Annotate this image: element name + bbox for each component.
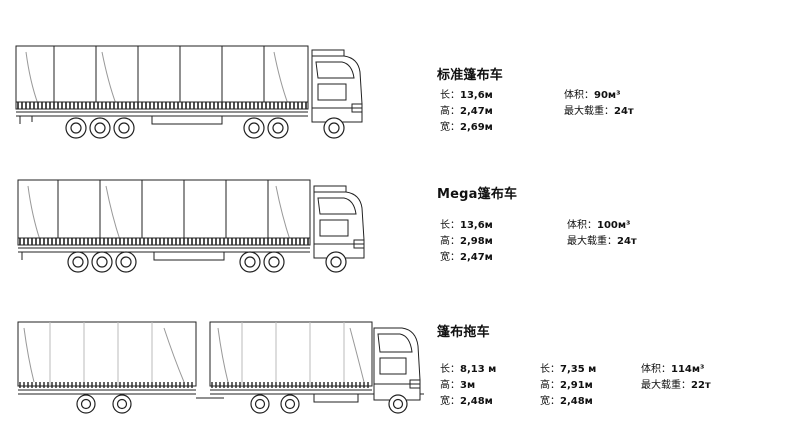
spec-volume: 体积：100м³ — [567, 218, 637, 234]
spec-value: 13,6м — [460, 90, 493, 101]
spec-value: 2,47м — [460, 252, 493, 263]
vehicle-2-title: Mega篷布车 — [437, 187, 518, 202]
vehicle-2-spec-col-1: 长：13,6м 高：2,98м 宽：2,47м — [440, 218, 493, 266]
spec-height: 高：2,98м — [440, 234, 493, 250]
spec-label: 宽： — [440, 396, 460, 407]
spec-value: 24т — [617, 236, 637, 247]
vehicle-1-spec-col-2: 体积：90м³ 最大载重：24т — [564, 88, 634, 120]
spec-height: 高：2,47м — [440, 104, 493, 120]
spec-value: 22т — [691, 380, 711, 391]
spec-length: 长：13,6м — [440, 88, 493, 104]
spec-max-load: 最大载重：24т — [567, 234, 637, 250]
vehicle-3-spec-col-3: 体积：114м³ 最大载重：22т — [641, 362, 711, 394]
spec-value: 2,47м — [460, 106, 493, 117]
spec-label: 最大载重： — [641, 380, 691, 391]
spec-label: 最大载重： — [567, 236, 617, 247]
spec-value: 3м — [460, 380, 476, 391]
spec-length: 长：8,13 м — [440, 362, 496, 378]
vehicle-3-spec-col-2: 长：7,35 м 高：2,91м 宽：2,48м — [540, 362, 596, 410]
spec-volume: 体积：114м³ — [641, 362, 711, 378]
spec-max-load: 最大载重：24т — [564, 104, 634, 120]
spec-label: 长： — [440, 90, 460, 101]
curtain-trailer-combo-image — [14, 318, 434, 418]
spec-volume: 体积：90м³ — [564, 88, 634, 104]
spec-value: 90м³ — [594, 90, 621, 101]
spec-value: 2,48м — [460, 396, 493, 407]
spec-label: 宽： — [440, 252, 460, 263]
spec-value: 2,69м — [460, 122, 493, 133]
spec-label: 高： — [440, 236, 460, 247]
spec-label: 体积： — [567, 220, 597, 231]
mega-curtain-truck-image — [14, 176, 374, 276]
spec-label: 最大载重： — [564, 106, 614, 117]
spec-value: 2,48м — [560, 396, 593, 407]
spec-width: 宽：2,48м — [440, 394, 496, 410]
spec-value: 8,13 м — [460, 364, 497, 375]
vehicle-3-title: 篷布拖车 — [437, 325, 490, 340]
vehicle-2-spec-col-2: 体积：100м³ 最大载重：24т — [567, 218, 637, 250]
spec-width: 宽：2,69м — [440, 120, 493, 136]
spec-value: 24т — [614, 106, 634, 117]
vehicle-1-title: 标准篷布车 — [437, 68, 504, 83]
spec-label: 宽： — [440, 122, 460, 133]
spec-label: 长： — [540, 364, 560, 375]
spec-label: 长： — [440, 220, 460, 231]
spec-value: 13,6м — [460, 220, 493, 231]
spec-label: 长： — [440, 364, 460, 375]
spec-length: 长：7,35 м — [540, 362, 596, 378]
vehicle-3-spec-col-1: 长：8,13 м 高：3м 宽：2,48м — [440, 362, 496, 410]
spec-length: 长：13,6м — [440, 218, 493, 234]
spec-width: 宽：2,47м — [440, 250, 493, 266]
spec-value: 114м³ — [671, 364, 705, 375]
spec-label: 高： — [540, 380, 560, 391]
spec-height: 高：3м — [440, 378, 496, 394]
spec-label: 宽： — [540, 396, 560, 407]
spec-value: 2,98м — [460, 236, 493, 247]
spec-label: 高： — [440, 106, 460, 117]
spec-height: 高：2,91м — [540, 378, 596, 394]
spec-value: 100м³ — [597, 220, 631, 231]
spec-value: 7,35 м — [560, 364, 597, 375]
standard-curtain-truck-image — [12, 42, 372, 142]
spec-label: 高： — [440, 380, 460, 391]
spec-value: 2,91м — [560, 380, 593, 391]
spec-label: 体积： — [564, 90, 594, 101]
spec-width: 宽：2,48м — [540, 394, 596, 410]
vehicle-1-spec-col-1: 长：13,6м 高：2,47м 宽：2,69м — [440, 88, 493, 136]
spec-max-load: 最大载重：22т — [641, 378, 711, 394]
spec-label: 体积： — [641, 364, 671, 375]
